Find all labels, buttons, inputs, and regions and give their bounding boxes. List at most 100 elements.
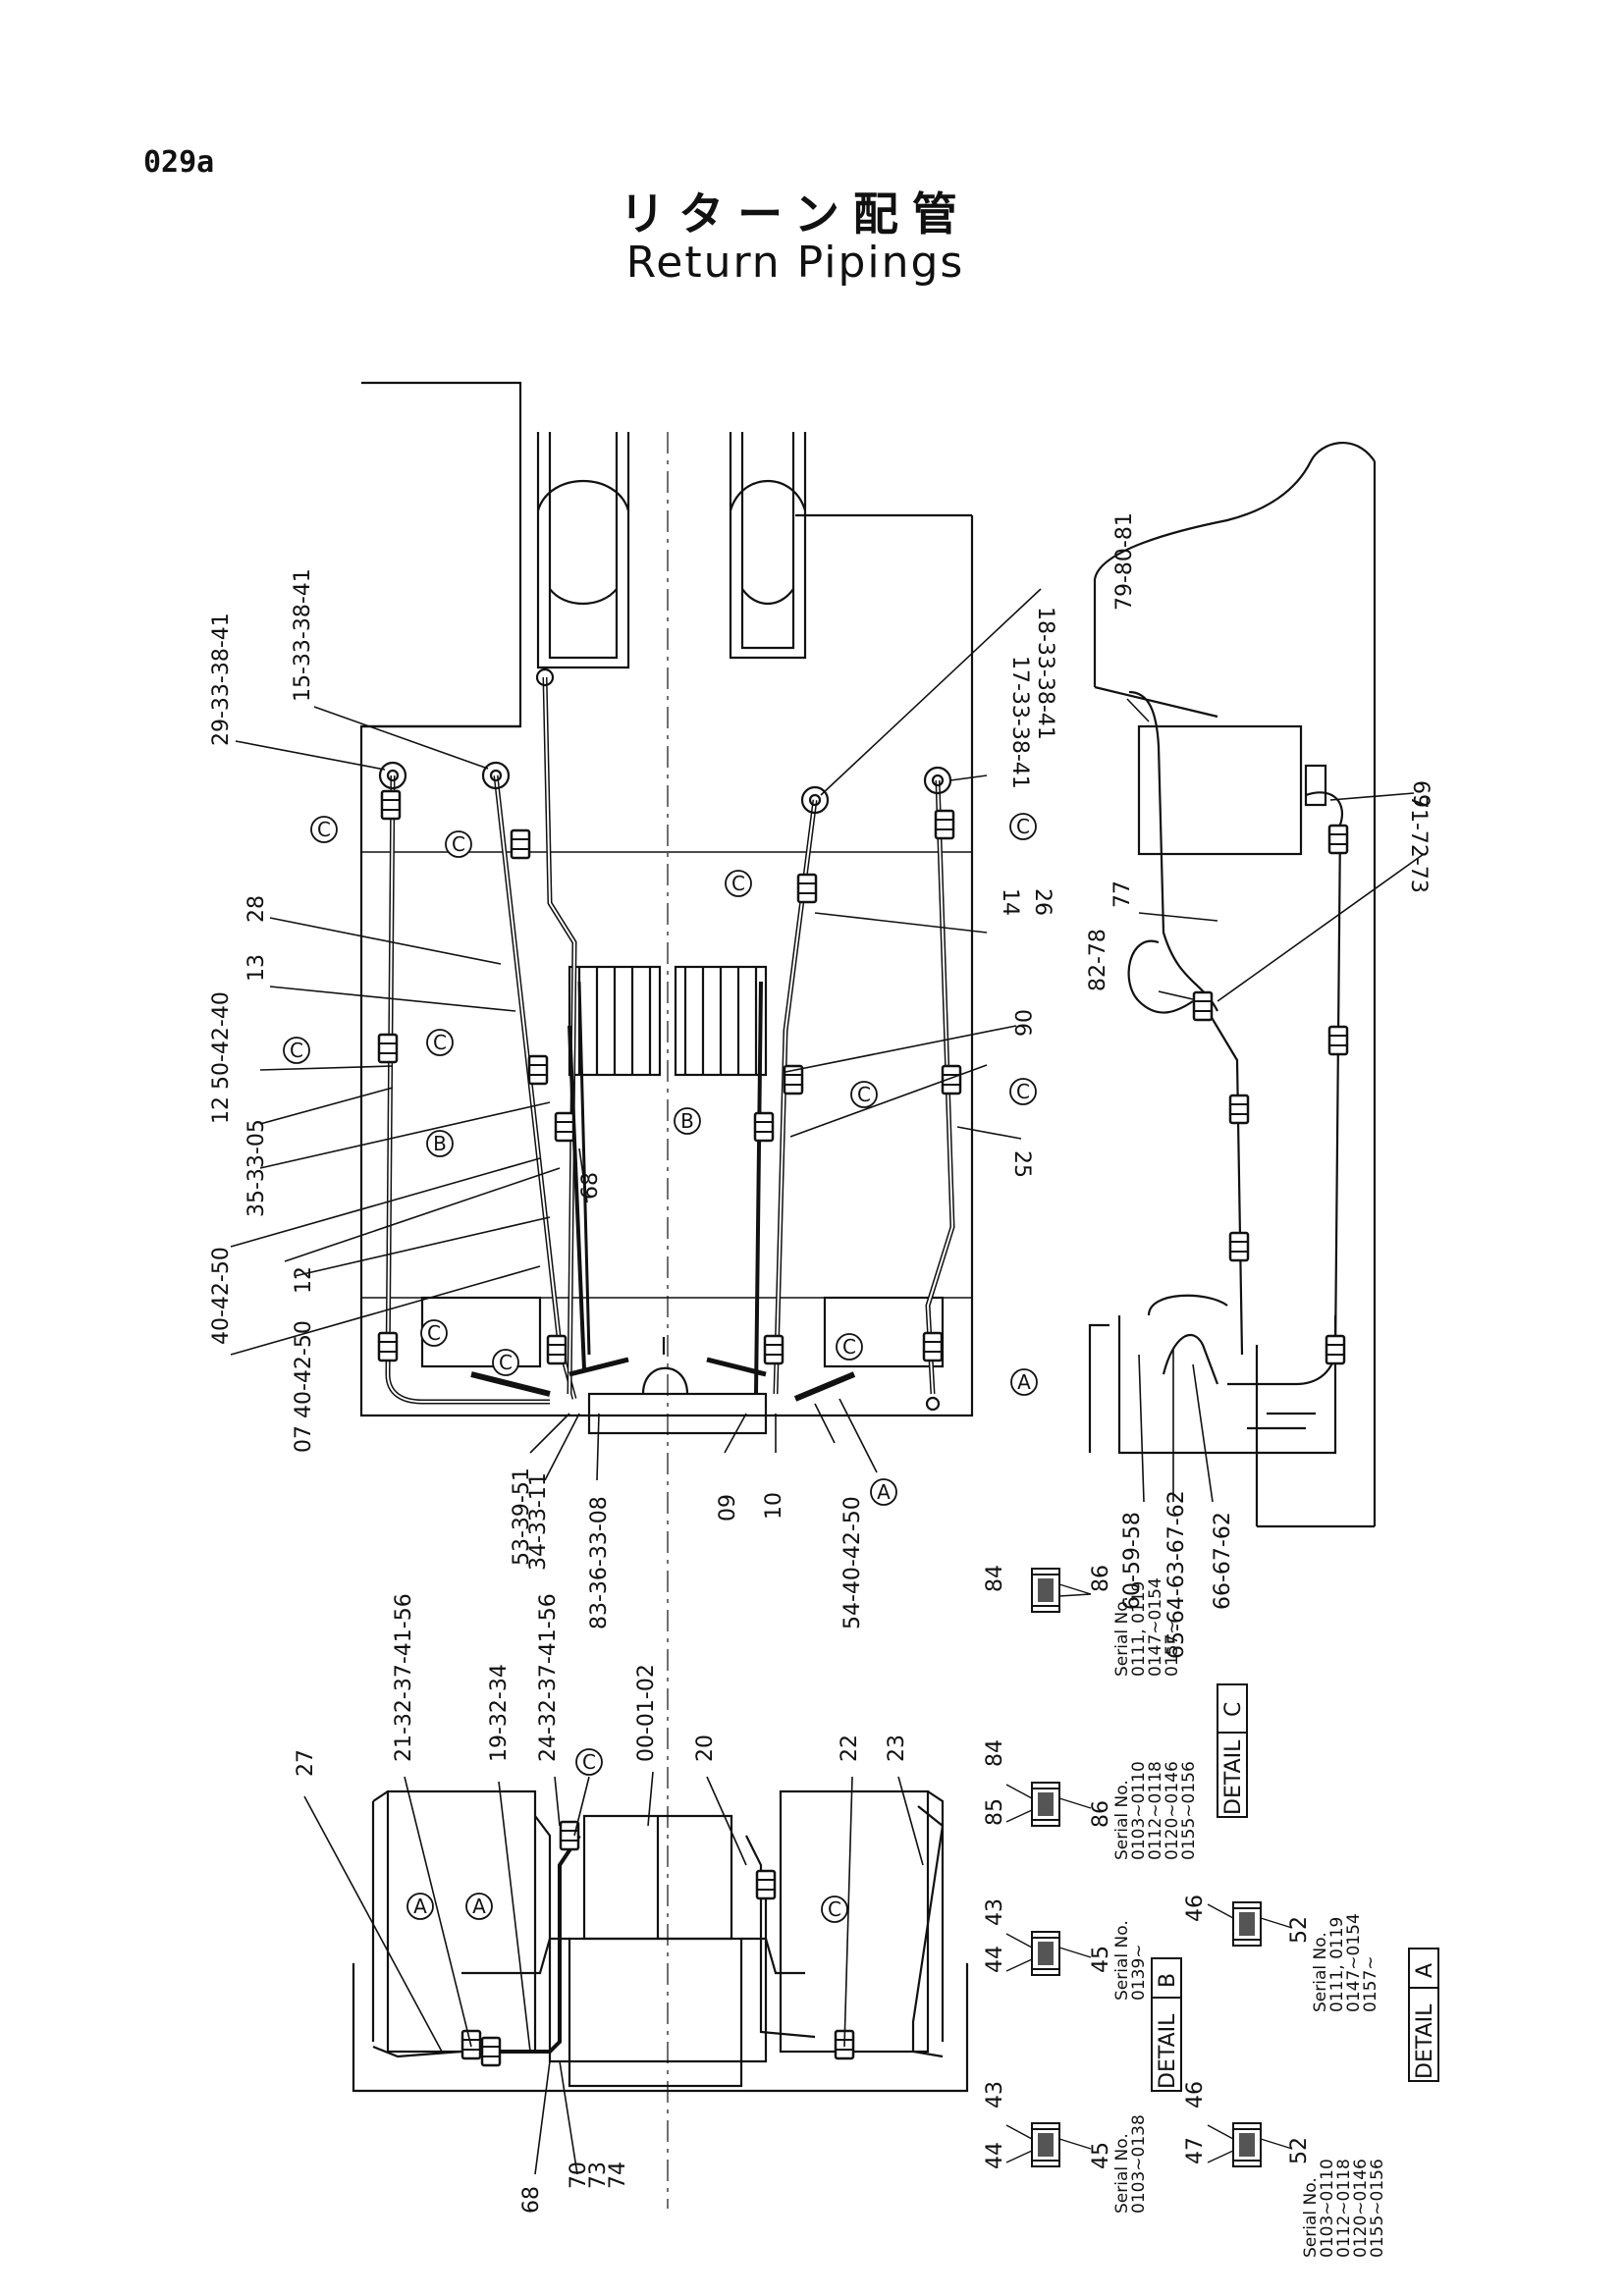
svg-text:0147~0154: 0147~0154	[1344, 1913, 1364, 2012]
svg-text:C: C	[452, 832, 465, 856]
marker-c: C	[445, 830, 472, 858]
marker-c: C	[821, 1896, 848, 1923]
callout-22: 22	[838, 1735, 862, 1762]
svg-text:C: C	[433, 1031, 447, 1054]
marker-a: A	[465, 1893, 493, 1920]
svg-text:C: C	[1016, 1080, 1030, 1103]
svg-text:84: 84	[983, 1739, 1007, 1767]
svg-text:C: C	[317, 818, 331, 841]
marker-c: C	[850, 1081, 878, 1108]
svg-text:0155~0156: 0155~0156	[1368, 2159, 1387, 2258]
callout-15-33-38-41: 15-33-38-41	[291, 568, 315, 702]
svg-text:0103~0110: 0103~0110	[1129, 1761, 1149, 1860]
svg-text:0111, 0119: 0111, 0119	[1327, 1917, 1347, 2012]
callout-27: 27	[294, 1749, 318, 1777]
svg-text:44: 44	[983, 1946, 1007, 1973]
callout-53-39-51: 53-39-51	[510, 1468, 534, 1566]
marker-a: A	[406, 1893, 434, 1920]
svg-text:86: 86	[1089, 1800, 1113, 1828]
callout-28: 28	[244, 895, 269, 923]
bottom-view	[352, 1789, 969, 2093]
svg-text:0103~0138: 0103~0138	[1129, 2114, 1149, 2214]
marker-group: C C C C C C C C C C C C C B B A A A A	[283, 813, 1038, 1923]
callout-70: 70	[567, 2162, 591, 2189]
callout-14: 14	[998, 888, 1022, 916]
svg-text:Serial No.: Serial No.	[1301, 2177, 1321, 2258]
callout-09: 09	[716, 1494, 740, 1522]
callout-24-32-37-41-56: 24-32-37-41-56	[536, 1593, 561, 1762]
callout-82-78: 82-78	[1086, 929, 1110, 991]
callout-40-42-50: 40-42-50	[209, 1247, 234, 1345]
callout-74: 74	[606, 2162, 630, 2189]
callout-73: 73	[586, 2162, 611, 2189]
callout-12: 12	[292, 1266, 316, 1294]
detail-c-serial-label-a: Serial No.	[1112, 1596, 1132, 1677]
callout-35-33-05: 35-33-05	[244, 1119, 269, 1217]
svg-text:0120~0146: 0120~0146	[1351, 2159, 1371, 2258]
svg-text:C: C	[1016, 815, 1030, 838]
callout-79-80-81: 79-80-81	[1112, 512, 1137, 611]
callout-65-64-63-67-62: 65-64-63-67-62	[1164, 1490, 1189, 1659]
marker-b: B	[674, 1107, 701, 1135]
svg-text:Serial No.: Serial No.	[1112, 1780, 1132, 1860]
main-plan-view	[359, 381, 974, 2209]
svg-text:52: 52	[1287, 2137, 1312, 2164]
side-elevation-view	[1088, 442, 1377, 1528]
svg-text:A: A	[1413, 1963, 1437, 1978]
svg-text:C: C	[290, 1039, 303, 1062]
svg-text:B: B	[1156, 1973, 1180, 1988]
callout-29-33-38-41: 29-33-38-41	[209, 613, 234, 746]
clamp-set-main	[377, 789, 962, 1365]
callout-12-50-42-40: 12 50-42-40	[209, 991, 234, 1124]
svg-text:45: 45	[1089, 2142, 1113, 2169]
detail-c-title: DETAIL	[1221, 1739, 1246, 1815]
marker-c: C	[420, 1319, 448, 1347]
callout-77: 77	[1110, 881, 1135, 908]
callout-17-33-38-41: 17-33-38-41	[1007, 656, 1032, 789]
marker-c: C	[725, 870, 752, 897]
callout-20: 20	[693, 1735, 718, 1762]
svg-text:C: C	[582, 1750, 596, 1774]
svg-text:C: C	[731, 872, 745, 895]
marker-c: C	[575, 1748, 603, 1776]
svg-text:0112~0118: 0112~0118	[1334, 2159, 1354, 2258]
svg-text:0139~: 0139~	[1129, 1944, 1149, 2001]
callout-60-59-58: 60-59-58	[1120, 1512, 1145, 1610]
marker-a: A	[1010, 1368, 1038, 1396]
title-english: Return Pipings	[625, 238, 965, 288]
callout-71-72-73: 71-72-73	[1406, 795, 1431, 893]
svg-text:43: 43	[983, 1898, 1007, 1926]
svg-text:52: 52	[1287, 1916, 1312, 1944]
callout-labels: 29-33-38-41 15-33-38-41 18-33-38-41 17-3…	[209, 512, 1433, 2214]
callout-68: 68	[578, 1172, 603, 1200]
callout-26-label: 26	[1030, 888, 1055, 916]
svg-text:Serial No.: Serial No.	[1112, 1920, 1132, 2001]
callout-07-40-42-50: 07 40-42-50	[292, 1320, 316, 1453]
callout-54-40-42-50: 54-40-42-50	[840, 1496, 865, 1629]
title-japanese: リターン配管	[620, 187, 971, 240]
svg-text:C: C	[499, 1351, 513, 1374]
detail-c-letter: C	[1221, 1702, 1246, 1717]
callout-69: 69	[1408, 780, 1433, 808]
svg-text:0157~: 0157~	[1163, 1620, 1182, 1677]
callout-06: 06	[1009, 1009, 1034, 1037]
svg-text:C: C	[857, 1083, 871, 1106]
svg-text:0157~: 0157~	[1361, 1955, 1380, 2012]
marker-c: C	[492, 1349, 519, 1376]
callout-18-33-38-41: 18-33-38-41	[1033, 607, 1057, 740]
callout-25: 25	[1009, 1150, 1034, 1178]
callout-23: 23	[885, 1735, 909, 1762]
callout-34-33-11: 34-33-11	[526, 1472, 551, 1571]
detail-c-part-84-a: 84	[983, 1565, 1007, 1592]
svg-text:0103~0110: 0103~0110	[1318, 2159, 1337, 2258]
marker-c: C	[310, 816, 338, 843]
svg-text:A: A	[877, 1480, 891, 1504]
callout-21-32-37-41-56: 21-32-37-41-56	[392, 1593, 416, 1762]
svg-text:46: 46	[1183, 1895, 1208, 1922]
detail-a: 46 52 Serial No. 0111, 0119 0147~0154 01…	[1183, 1895, 1439, 2258]
svg-text:B: B	[433, 1132, 447, 1155]
svg-text:A: A	[413, 1895, 427, 1918]
svg-text:0120~0146: 0120~0146	[1163, 1761, 1182, 1860]
